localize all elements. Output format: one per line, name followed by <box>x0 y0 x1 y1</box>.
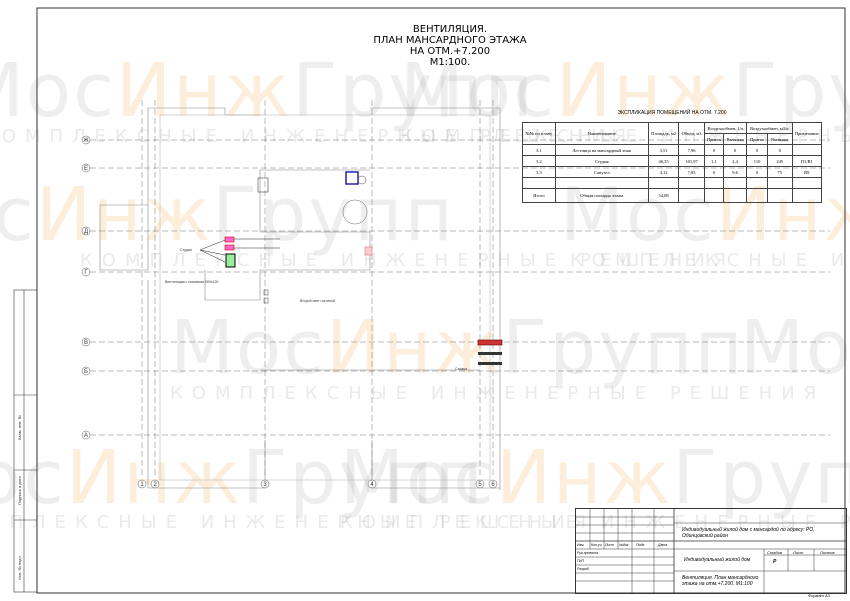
title-block: Изм. Кол.уч. Лист №док. Подп. Дата Рук.п… <box>575 508 847 594</box>
watermark-tagline: КОМПЛЕКСНЫЕ ИНЖЕНЕРНЫЕ РЕШЕНИЯ <box>0 512 596 533</box>
watermark-tagline: КОМПЛЕКСНЫЕ ИНЖЕНЕРНЫЕ РЕШЕНИЯ <box>340 512 850 533</box>
svg-text:6: 6 <box>491 482 495 488</box>
annotation: Студия <box>180 248 192 252</box>
room-explication-table: ЭКСПЛИКАЦИЯ ПОМЕЩЕНИЙ НА ОТМ. 7.200 №№ п… <box>522 110 823 203</box>
side-stamp-label: Инв. № подл. <box>17 555 22 580</box>
diffuser <box>224 236 235 243</box>
side-stamp <box>13 289 38 593</box>
svg-text:Ж: Ж <box>83 138 89 144</box>
table-caption: ЭКСПЛИКАЦИЯ ПОМЕЩЕНИЙ НА ОТМ. 7.200 <box>617 110 727 116</box>
grid-marker-row: Ж <box>81 135 91 145</box>
grid-marker-row: Е <box>81 163 91 173</box>
grid-marker-row: Г <box>81 267 91 277</box>
watermark: МосИнжГрупп <box>0 435 485 521</box>
watermark: Мос <box>740 305 850 391</box>
grid-marker-row: Д <box>81 226 91 236</box>
project-name: Индивидуальный жилой дом с мансардой по … <box>682 527 815 539</box>
watermark: МосИнжГрупп <box>170 305 745 391</box>
ventilation-unit <box>225 253 236 268</box>
grid-marker-row: Б <box>81 366 91 376</box>
object-name: Индивидуальный жилой дом <box>684 557 751 563</box>
watermark-tagline: КОМПЛЕКСНЫЕ ИНЖЕНЕРНЫЕ РЕШЕНИЯ <box>570 250 850 271</box>
watermark: МосИнжГрупп <box>340 435 850 521</box>
svg-text:А: А <box>84 433 88 439</box>
side-stamp-label: Взам. инв. № <box>17 415 22 440</box>
watermark-tagline: КОМПЛЕКСНЫЕ ИНЖЕНЕРНЫЕ РЕШЕНИЯ <box>0 126 636 147</box>
side-stamp-label: Подпись и дата <box>17 475 22 505</box>
svg-text:Г: Г <box>84 270 88 276</box>
grid-marker-row: В <box>81 337 91 347</box>
grid-marker-row: А <box>81 430 91 440</box>
ventilation-equipment <box>199 171 503 365</box>
svg-text:4: 4 <box>370 482 374 488</box>
svg-text:Д: Д <box>84 229 88 235</box>
watermark: МосИнжГрупп <box>0 172 455 258</box>
watermark-tagline: КОМПЛЕКСНЫЕ ИНЖЕНЕРНЫЕ РЕШЕНИЯ <box>80 250 736 271</box>
svg-text:Е: Е <box>84 166 88 172</box>
stage-value: Р <box>773 559 777 565</box>
svg-text:3: 3 <box>263 482 267 488</box>
sheet-title: Вентиляция. План мансардного этажа на от… <box>682 575 759 587</box>
column-markers: 1 2 3 4 5 6 <box>137 479 498 489</box>
annotation: Стяжка <box>455 367 467 371</box>
diffuser <box>224 244 235 251</box>
sheet-border <box>36 7 846 594</box>
grille <box>364 246 373 256</box>
annotation: Вентиляция с клапаном 900х120 <box>165 280 218 284</box>
duct <box>478 362 502 365</box>
svg-text:5: 5 <box>478 482 482 488</box>
svg-text:В: В <box>84 340 88 346</box>
svg-text:1: 1 <box>140 482 144 488</box>
exhaust-fan <box>345 171 359 185</box>
row-markers: Ж Е Д Г В Б А <box>81 135 91 440</box>
sheet-format: Формат А3 <box>808 593 830 598</box>
duct <box>478 352 502 355</box>
svg-text:Б: Б <box>84 369 88 375</box>
spiral-stair <box>342 199 368 225</box>
watermark: МосИнжГрупп <box>400 48 850 134</box>
room-label: Второй свет гостиной <box>300 299 335 303</box>
duct <box>477 339 503 346</box>
svg-text:2: 2 <box>153 482 157 488</box>
